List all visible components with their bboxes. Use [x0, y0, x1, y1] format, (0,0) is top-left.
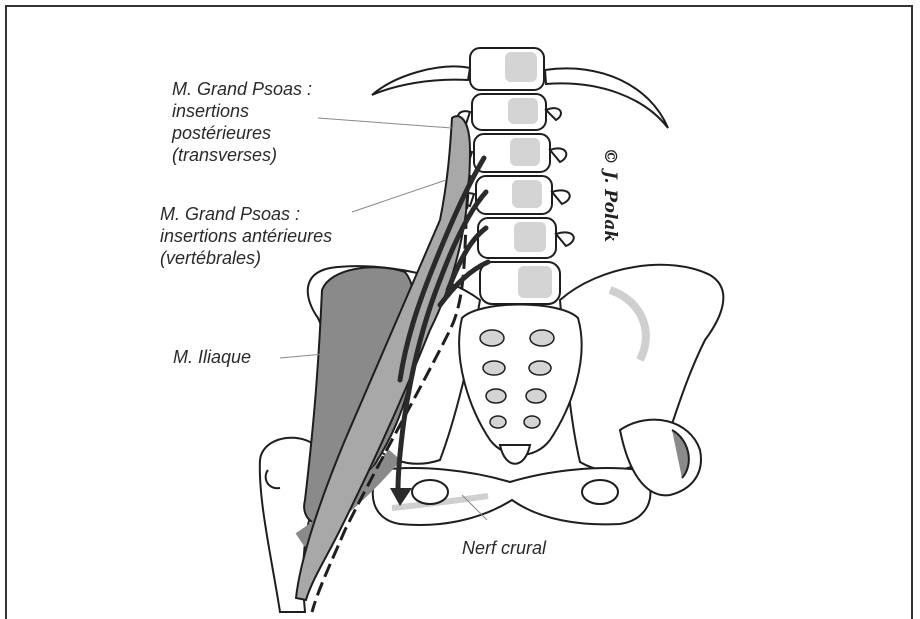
- label-psoas-posterior: M. Grand Psoas : insertions postérieures…: [172, 78, 312, 166]
- label-femoral-nerve: Nerf crural: [462, 537, 546, 559]
- label-iliacus: M. Iliaque: [173, 346, 251, 368]
- rib-left: [372, 67, 470, 95]
- label-psoas-anterior: M. Grand Psoas : insertions antérieures …: [160, 203, 332, 269]
- copyright-signature: © J. Polak: [590, 130, 630, 260]
- coccyx: [500, 445, 530, 464]
- sacrum: [459, 305, 581, 456]
- copyright-text: © J. Polak: [600, 148, 620, 242]
- rib-right: [545, 68, 668, 128]
